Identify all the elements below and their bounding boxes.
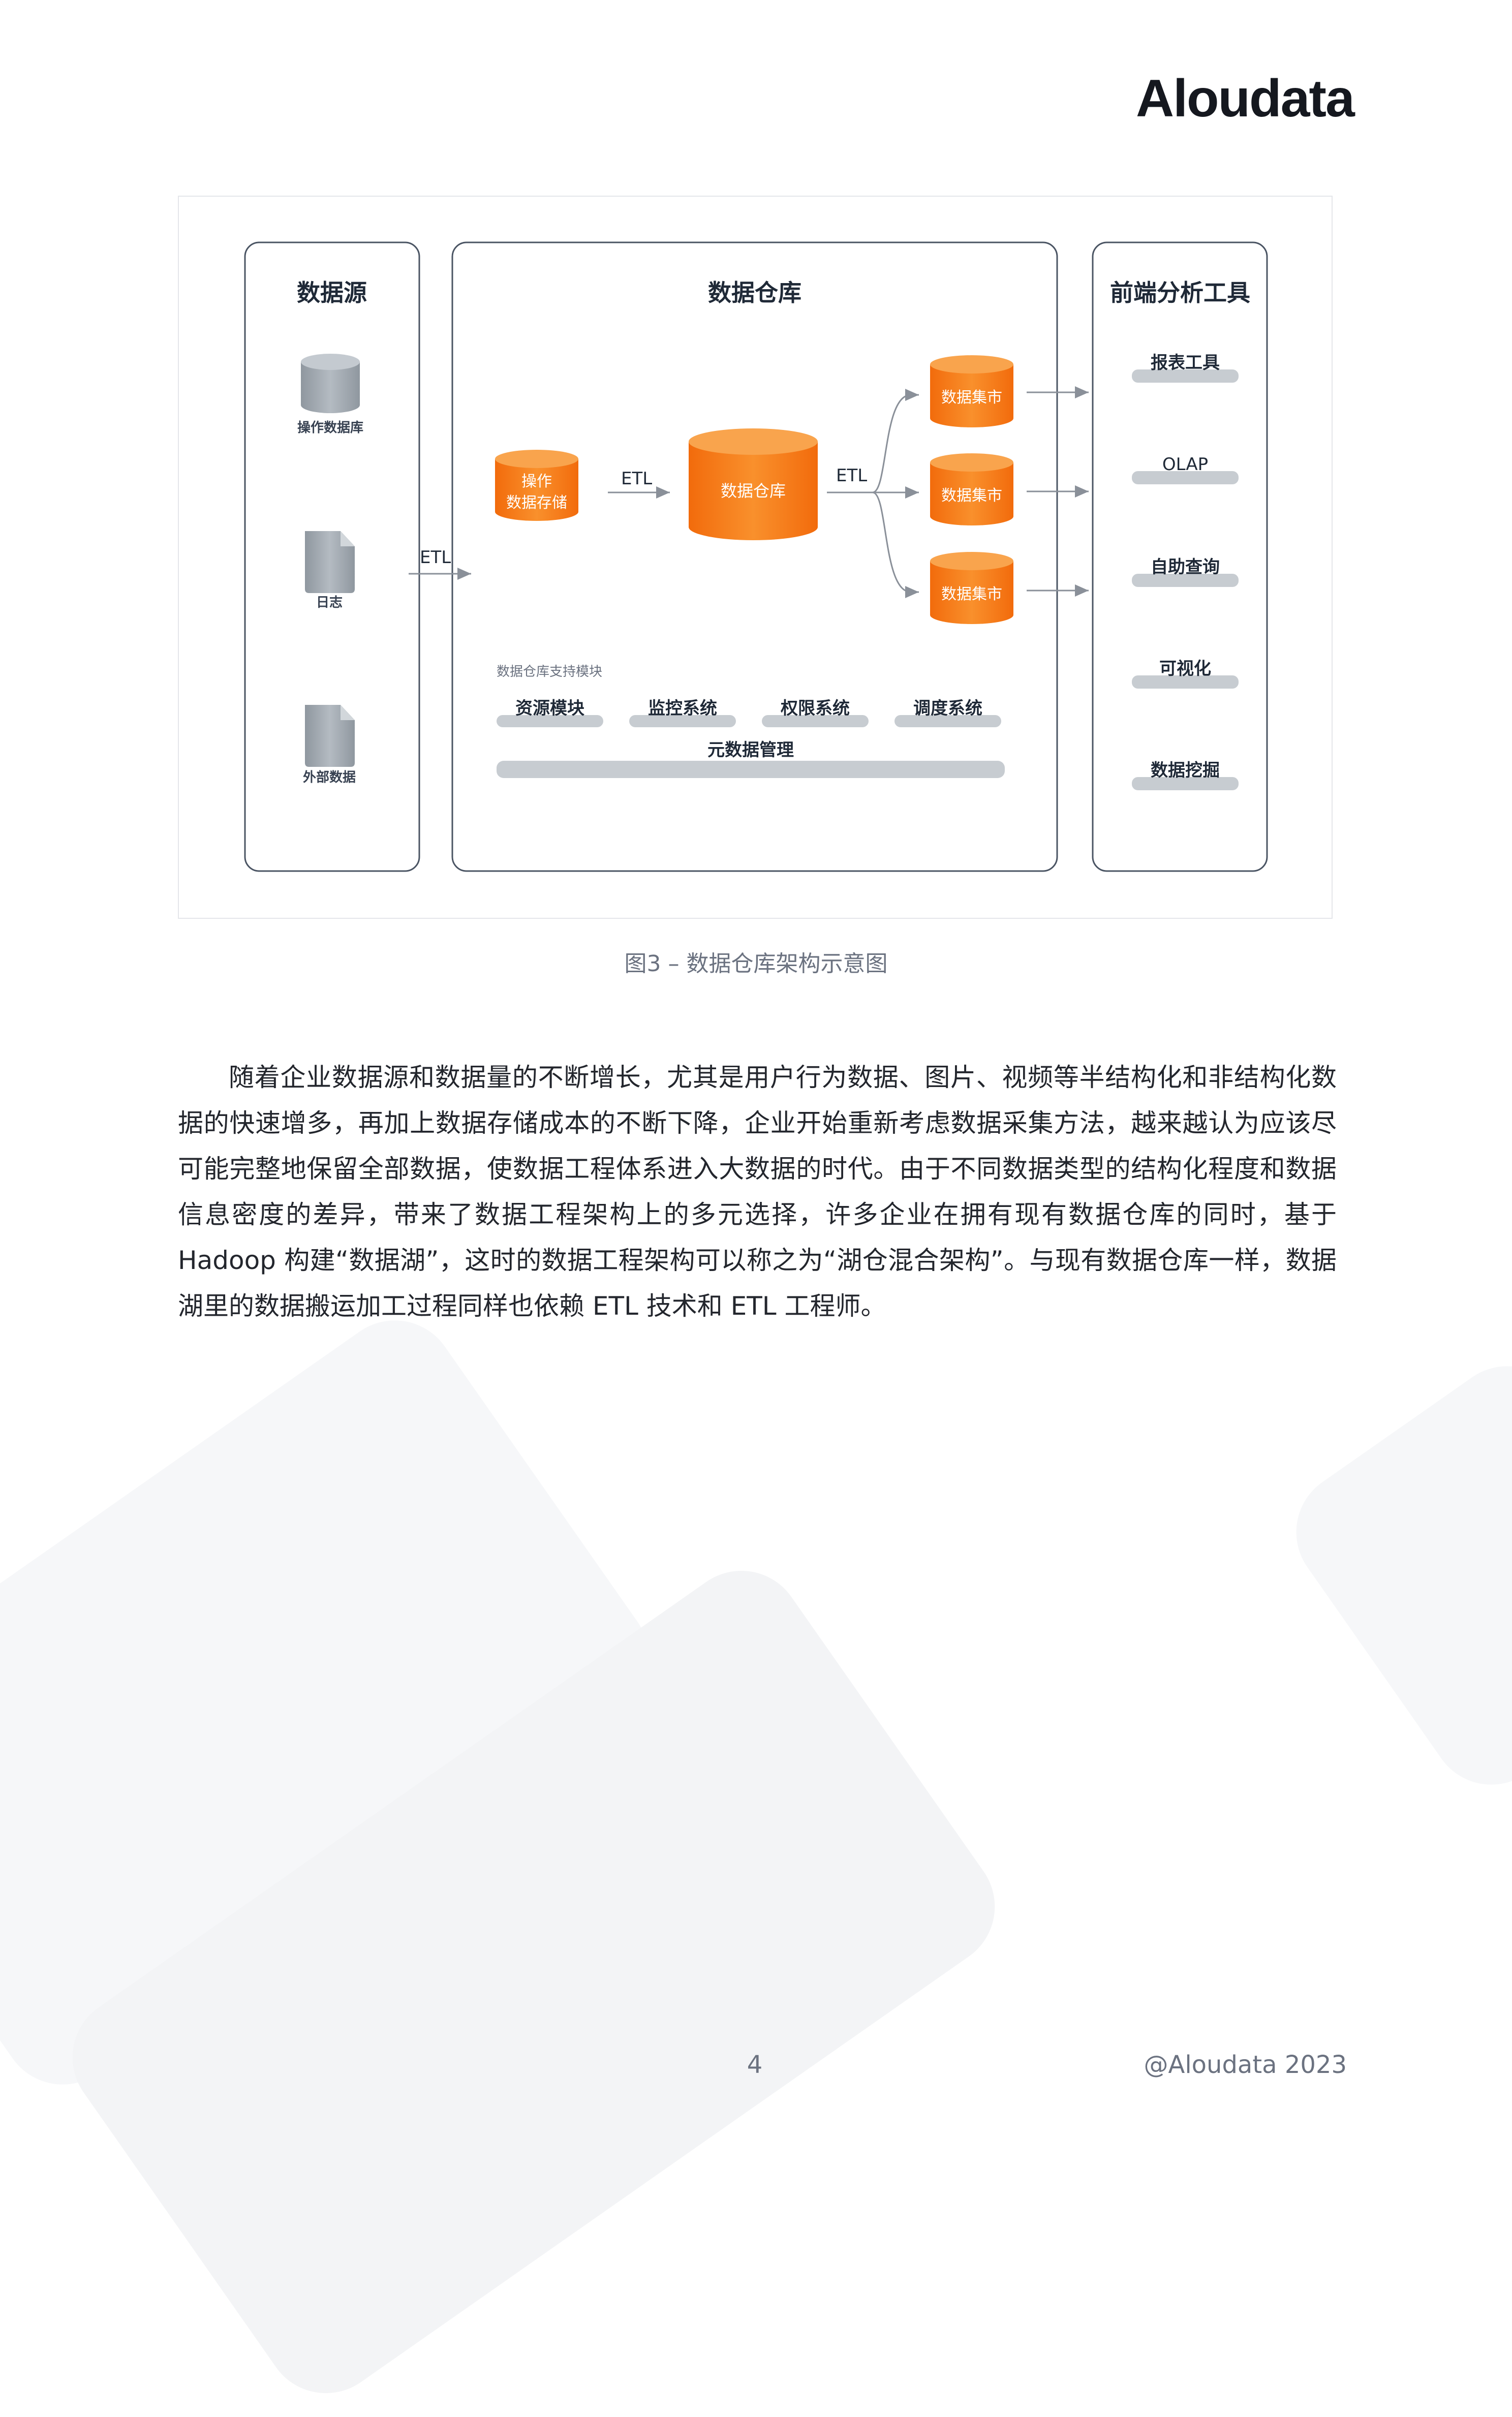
database-icon: [301, 354, 360, 413]
architecture-figure: 数据源 数据仓库 前端分析工具 操作数据库 日志 外部数据 ETL: [178, 196, 1333, 919]
ods-label-line2: 数据存储: [506, 494, 567, 512]
log-file-icon: [305, 531, 355, 593]
ods-label-line1: 操作: [521, 473, 552, 490]
background-shape: [1272, 1342, 1512, 1809]
metadata-bar: [497, 761, 1005, 778]
data-mart-cylinder-2: [930, 453, 1013, 525]
frontend-panel: [1092, 241, 1268, 872]
tool-bar-self-service: [1132, 574, 1239, 587]
tool-bar-report: [1132, 369, 1239, 383]
frontend-panel-title: 前端分析工具: [1110, 279, 1250, 306]
ods-cylinder: [495, 450, 578, 521]
data-warehouse-cylinder: [689, 428, 818, 540]
tool-bar-data-mining: [1132, 777, 1239, 790]
data-mart-cylinder-1: [930, 355, 1013, 427]
body-paragraph: 随着企业数据源和数据量的不断增长，尤其是用户行为数据、图片、视频等半结构化和非结…: [178, 1063, 1337, 1321]
support-module-bar-resource: [497, 715, 603, 727]
support-module-bar-permission: [762, 715, 869, 727]
tool-visualization: 可视化: [1159, 659, 1211, 679]
tool-self-service: 自助查询: [1151, 557, 1220, 577]
support-module-permission: 权限系统: [780, 698, 850, 719]
sources-panel: [244, 241, 420, 872]
warehouse-panel: [451, 241, 1058, 872]
support-module-resource: 资源模块: [515, 698, 584, 719]
tool-olap: OLAP: [1162, 454, 1208, 475]
support-modules-title: 数据仓库支持模块: [497, 664, 602, 679]
support-module-bar-scheduler: [894, 715, 1001, 727]
metadata-label: 元数据管理: [707, 740, 794, 760]
etl-branch-top: [872, 389, 919, 493]
page-number: 4: [747, 2051, 763, 2079]
support-module-scheduler: 调度系统: [913, 698, 982, 719]
data-warehouse-label: 数据仓库: [721, 481, 786, 501]
copyright-notice: @Aloudata 2023: [1144, 2051, 1347, 2079]
source-label-db: 操作数据库: [297, 420, 363, 436]
etl-label-1: ETL: [420, 547, 451, 568]
source-label-log: 日志: [316, 595, 343, 610]
sources-panel-title: 数据源: [297, 279, 367, 306]
tool-bar-olap: [1132, 471, 1239, 484]
tool-bar-visualization: [1132, 675, 1239, 689]
tool-data-mining: 数据挖掘: [1151, 760, 1220, 781]
etl-label-2: ETL: [621, 469, 652, 489]
etl-branch-bottom: [872, 491, 919, 598]
etl-label-3: ETL: [836, 466, 867, 486]
architecture-diagram: 数据源 数据仓库 前端分析工具 操作数据库 日志 外部数据 ETL: [244, 241, 1268, 872]
data-mart-cylinder-3: [930, 552, 1013, 624]
source-label-external: 外部数据: [303, 770, 356, 785]
external-data-file-icon: [305, 705, 355, 767]
figure-caption: 图3 – 数据仓库架构示意图: [624, 951, 888, 977]
warehouse-panel-title: 数据仓库: [708, 279, 801, 306]
support-module-monitor: 监控系统: [648, 698, 717, 719]
aloudata-logo: Aloudata: [1136, 69, 1355, 128]
data-mart-label-1: 数据集市: [941, 389, 1002, 407]
data-mart-label-3: 数据集市: [941, 585, 1002, 603]
support-module-bar-monitor: [629, 715, 736, 727]
data-mart-label-2: 数据集市: [941, 487, 1002, 505]
tool-report: 报表工具: [1151, 353, 1220, 373]
